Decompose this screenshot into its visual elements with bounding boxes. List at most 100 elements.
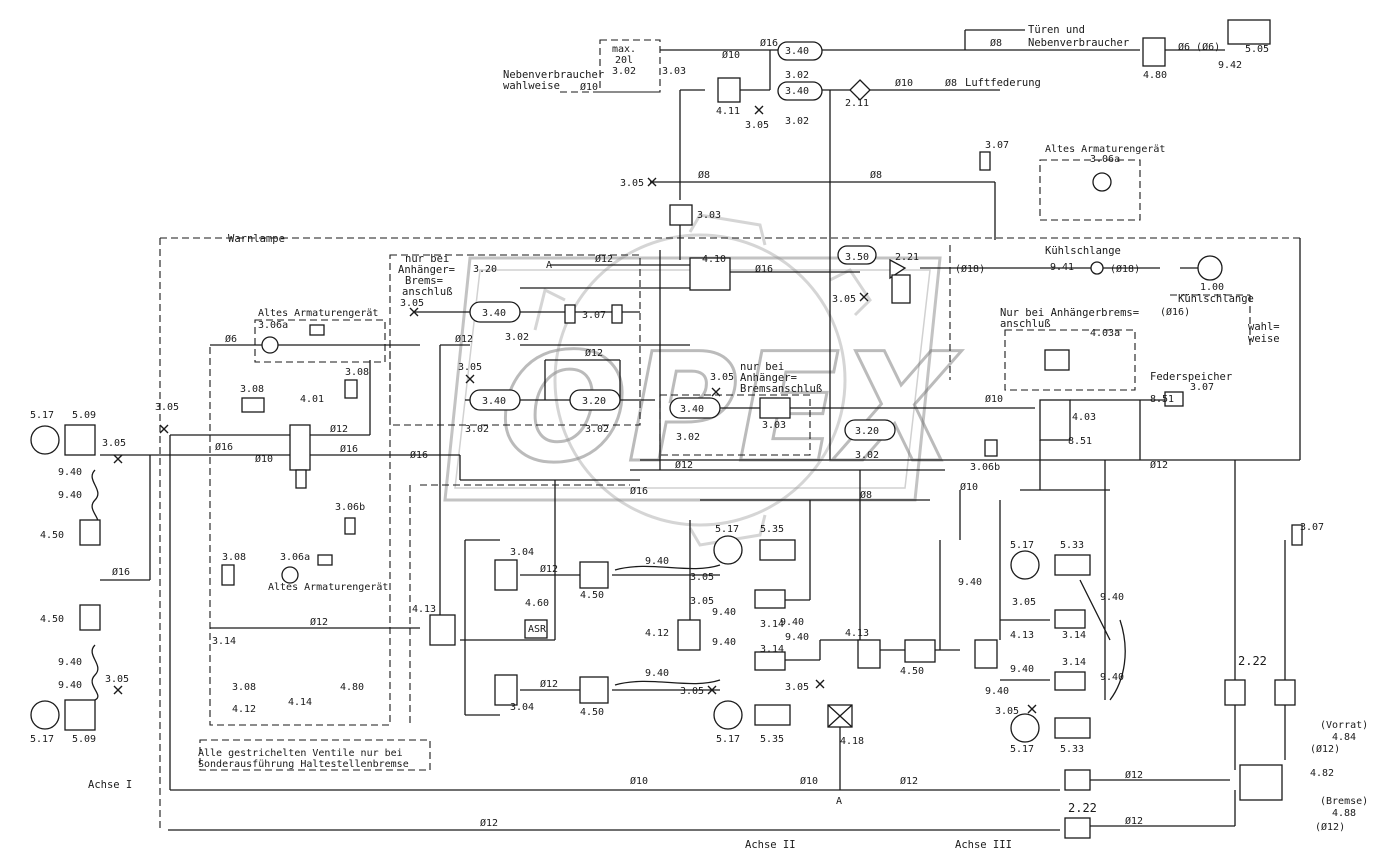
watermark-frame-inner xyxy=(454,269,931,489)
relay-412 xyxy=(677,619,701,651)
relay-413-right xyxy=(974,639,998,669)
pipe-label-15: Ø16 xyxy=(340,443,358,455)
comp-302-a: 3.02 xyxy=(505,332,529,343)
label-nur-bei-4: anschluß xyxy=(402,286,453,298)
comp-851-b: 8.51 xyxy=(1068,436,1092,447)
tank-320-mid xyxy=(569,389,621,411)
valve-401-base xyxy=(295,469,307,489)
label-asr: ASR xyxy=(528,624,547,635)
pipe-label-32: Ø12 xyxy=(480,817,498,829)
tank-340-mid xyxy=(469,389,521,411)
comp-412-b: 4.12 xyxy=(645,628,669,639)
valve-307-federspeicher xyxy=(1164,391,1184,407)
valve-482 xyxy=(1239,764,1283,801)
brake-chamber-517-top xyxy=(30,425,60,455)
comp-480-b: 4.80 xyxy=(340,682,364,693)
pipe-label-14: Ø16 xyxy=(215,441,233,453)
switch-306a xyxy=(309,324,325,336)
hose-lines xyxy=(91,469,1126,701)
pipe-label-3: Ø8 xyxy=(990,37,1002,49)
label-nur-bei-brems-1: Nur bei Anhängerbrems= xyxy=(1000,307,1139,319)
comp-450-a: 4.50 xyxy=(40,530,64,541)
comp-533-b: 5.33 xyxy=(1060,744,1084,755)
valve-222-left xyxy=(1224,679,1246,706)
pipe-d18-a: (Ø18) xyxy=(955,263,985,275)
comp-413-b: 4.13 xyxy=(845,628,869,639)
valve-314-c xyxy=(1054,609,1086,629)
comp-940-i: 9.40 xyxy=(780,617,804,628)
pipe-label-29: Ø10 xyxy=(800,775,818,787)
valve-222-right xyxy=(1274,679,1296,706)
label-altes-armatur-1: Altes Armaturengerät xyxy=(258,308,378,319)
brake-chamber-517-axle3-bottom xyxy=(1010,713,1040,743)
pipe-label-24: Ø8 xyxy=(860,489,872,501)
tank-320-a xyxy=(469,301,521,323)
comp-221: 2.21 xyxy=(895,252,919,263)
exhaust-icons xyxy=(113,105,1037,714)
comp-340-b: 3.40 xyxy=(482,396,506,407)
pipe-d12-bremse: (Ø12) xyxy=(1315,821,1345,833)
comp-517-f: 5.17 xyxy=(1010,744,1034,755)
comp-940-l: 9.40 xyxy=(1010,664,1034,675)
comp-305-i: 3.05 xyxy=(690,572,714,583)
comp-320-a: 3.20 xyxy=(473,264,497,275)
valve-307-b xyxy=(611,304,623,324)
brake-chamber-517-bottom xyxy=(30,700,60,730)
node-a-bottom: A xyxy=(836,796,842,807)
comp-320-b: 3.20 xyxy=(582,396,606,407)
comp-307-right: 3.07 xyxy=(1300,522,1324,533)
comp-305-m: 3.05 xyxy=(1012,597,1036,608)
comp-305-h: 3.05 xyxy=(105,674,129,685)
comp-450-c: 4.50 xyxy=(580,590,604,601)
valve-304-top xyxy=(494,559,518,591)
pipe-label-23: Ø16 xyxy=(630,485,648,497)
comp-412-a: 4.12 xyxy=(232,704,256,715)
comp-517-d: 5.17 xyxy=(716,734,740,745)
valve-450-bottom xyxy=(79,604,101,631)
comp-302-d: 3.02 xyxy=(676,432,700,443)
valve-410 xyxy=(689,257,731,291)
comp-414: 4.14 xyxy=(288,697,312,708)
label-nur-bei-2: Anhänger= xyxy=(398,264,455,276)
text-labels: Türen und Nebenverbraucher Nebenverbrauc… xyxy=(30,24,1368,851)
comp-305-j: 3.05 xyxy=(690,596,714,607)
pipe-label-8: Ø12 xyxy=(595,253,613,265)
switch-308-b xyxy=(344,379,358,399)
comp-350: 3.50 xyxy=(845,252,869,263)
pipe-label-4: Ø10 xyxy=(895,77,913,89)
pipe-label-19: Ø12 xyxy=(310,616,328,628)
comp-940-d: 9.40 xyxy=(58,680,82,691)
valve-403 xyxy=(1039,399,1071,441)
label-altes-armatur-top: Altes Armaturengerät xyxy=(1045,144,1165,155)
comp-517-c: 5.17 xyxy=(715,524,739,535)
valve-222-bottom xyxy=(1064,769,1091,791)
pipe-label-5: Ø8 xyxy=(945,77,957,89)
comp-302-top: 3.02 xyxy=(612,66,636,77)
comp-305-k: 3.05 xyxy=(680,686,704,697)
cylinder-533-bottom xyxy=(1054,717,1091,739)
pipe-label-27: Ø10 xyxy=(985,393,1003,405)
pipe-d18-b: (Ø18) xyxy=(1110,263,1140,275)
comp-307-a: 3.07 xyxy=(582,310,606,321)
label-tueren: Türen und xyxy=(1028,24,1085,36)
comp-302-top-c: 3.02 xyxy=(785,116,809,127)
comp-305-top: 3.05 xyxy=(745,120,769,131)
pipe-label-22: Ø12 xyxy=(675,459,693,471)
label-wahlweise-2: weise xyxy=(1248,333,1280,345)
comp-302-e: 3.02 xyxy=(855,450,879,461)
comp-305-c: 3.05 xyxy=(458,362,482,373)
pipe-label-28: Ø10 xyxy=(630,775,648,787)
pipe-label-16: Ø16 xyxy=(410,449,428,461)
comp-403: 4.03 xyxy=(1072,412,1096,423)
comp-222-a: 2.22 xyxy=(1238,654,1267,668)
comp-222-b: 2.22 xyxy=(1068,801,1097,815)
tank-340-top xyxy=(777,41,823,61)
label-achse-3: Achse III xyxy=(955,839,1012,851)
valve-314-d xyxy=(1054,671,1086,691)
comp-303-mid: 3.03 xyxy=(697,210,721,221)
switch-306b-right xyxy=(984,439,998,457)
comp-314-b: 3.14 xyxy=(760,619,784,630)
comp-305-n: 3.05 xyxy=(995,706,1019,717)
comp-304-a: 3.04 xyxy=(510,547,534,558)
dryer-221-body xyxy=(891,274,911,304)
